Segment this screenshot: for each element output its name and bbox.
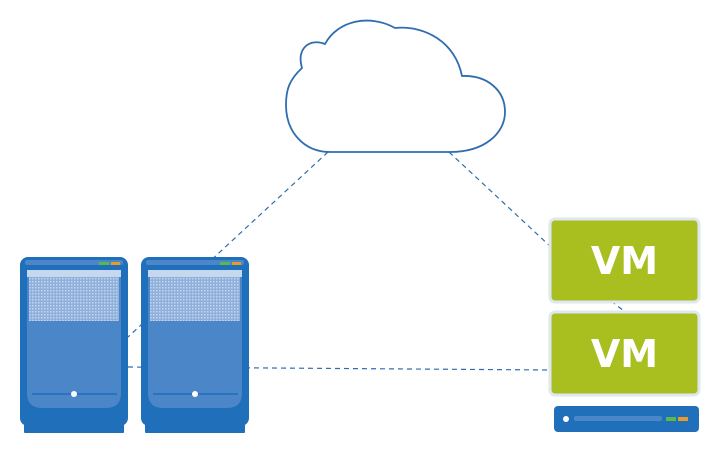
vm-box-1: VM [548,217,701,304]
link-servers-to-host [127,366,553,371]
cloud-icon [285,19,506,153]
link-cloud-to-vm [448,151,553,249]
rack-host-icon [554,406,699,432]
vm-label-2: VM [591,332,658,376]
tower-server-1-icon [20,257,128,433]
tower-server-2-icon [141,257,249,433]
vm-label-1: VM [591,239,658,283]
vm-box-2: VM [548,310,701,397]
